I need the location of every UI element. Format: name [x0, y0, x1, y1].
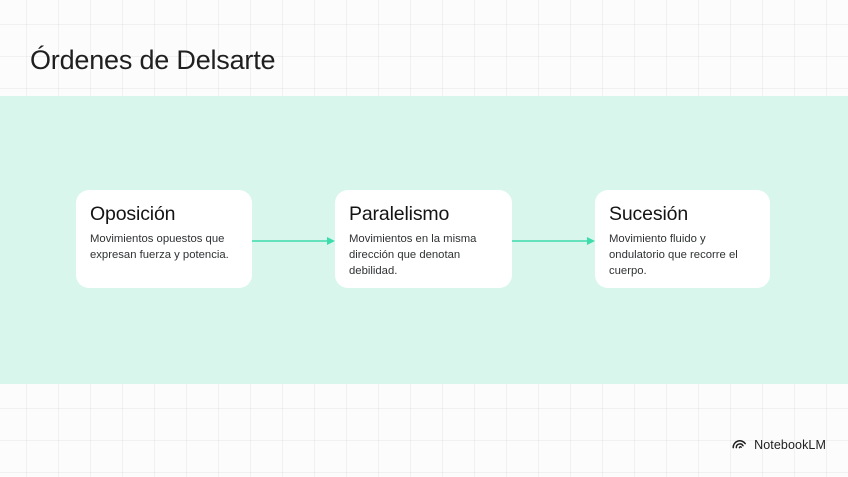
flow-step-card[interactable]: Sucesión Movimiento fluido y ondulatorio… — [595, 190, 770, 288]
page-title: Órdenes de Delsarte — [30, 45, 276, 76]
flow-step-body: Movimiento fluido y ondulatorio que reco… — [609, 233, 738, 277]
notebooklm-logo-icon — [732, 436, 748, 454]
flow-connector-arrow — [512, 235, 596, 247]
brand-watermark: NotebookLM — [732, 436, 826, 454]
flow-connector-arrow — [252, 235, 336, 247]
brand-name: NotebookLM — [754, 438, 826, 452]
flow-step-title: Sucesión — [609, 203, 689, 225]
flow-step-title: Paralelismo — [349, 203, 450, 225]
flow-step-title: Oposición — [90, 203, 176, 225]
flow-step-body: Movimientos opuestos que expresan fuerza… — [90, 233, 229, 261]
flow-step-card[interactable]: Paralelismo Movimientos en la misma dire… — [335, 190, 512, 288]
flow-step-card[interactable]: Oposición Movimientos opuestos que expre… — [76, 190, 252, 288]
flow-step-body: Movimientos en la misma dirección que de… — [349, 233, 477, 277]
